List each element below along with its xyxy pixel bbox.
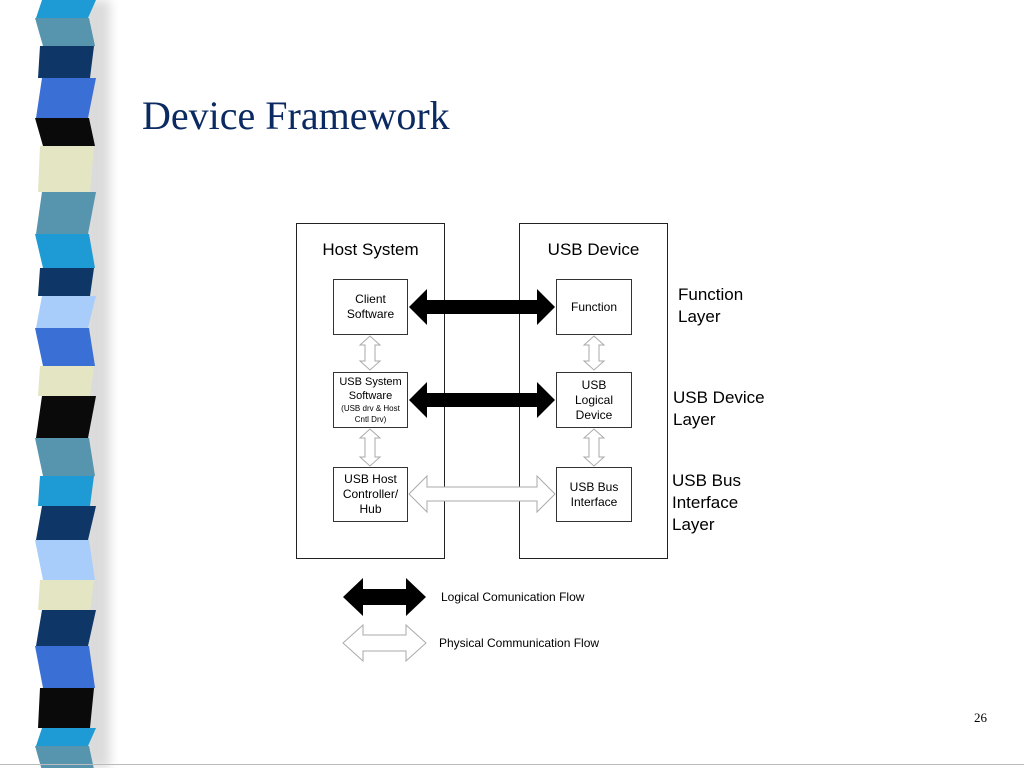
usb-host-controller-label-2: Controller/: [342, 487, 399, 501]
usb-device-layer-line-1: USB Device: [673, 388, 765, 407]
stripe-band: [38, 476, 94, 506]
legend-physical-arrow-icon: [342, 623, 427, 663]
legend-physical-label: Physical Communication Flow: [439, 636, 600, 650]
stripe-band: [36, 0, 96, 18]
stripe-band: [35, 746, 94, 768]
client-software-label-2: Software: [346, 307, 395, 321]
usb-host-controller-label-3: Hub: [359, 502, 382, 516]
vertical-connector-device-2: [582, 428, 606, 467]
stripe-band: [38, 146, 94, 192]
stripe-band: [36, 396, 96, 438]
usb-bus-interface-layer-line-1: USB Bus: [672, 471, 741, 490]
usb-bus-interface-label-2: Interface: [570, 494, 618, 509]
usb-logical-device-label-1: USB: [581, 377, 607, 392]
stripe-band: [36, 78, 96, 118]
stripe-band: [35, 328, 95, 366]
client-software-label-1: Client: [355, 292, 386, 306]
logical-flow-arrow-function: [409, 289, 555, 325]
usb-bus-interface-box: USB Bus Interface: [556, 467, 632, 522]
function-box: Function: [556, 279, 632, 335]
usb-logical-device-label-2: Logical: [574, 392, 614, 407]
stripe-band: [38, 580, 94, 610]
slide-title: Device Framework: [142, 93, 450, 138]
logical-flow-arrow-usb-device: [409, 382, 555, 418]
stripe-band: [38, 268, 94, 296]
usb-logical-device-label-3: Device: [575, 407, 613, 422]
usb-system-software-label-4: Cntl Drv): [354, 415, 387, 424]
usb-host-controller-box: USB Host Controller/ Hub: [333, 467, 408, 522]
usb-host-controller-label-1: USB Host: [344, 472, 397, 486]
vertical-connector-device-1: [582, 335, 606, 371]
function-layer-line-2: Layer: [678, 307, 721, 326]
stripe-band: [38, 366, 94, 396]
function-label: Function: [570, 299, 618, 314]
function-layer-line-1: Function: [678, 285, 744, 304]
stripe-band: [36, 610, 96, 646]
usb-system-software-label-3: (USB drv & Host: [341, 404, 400, 413]
client-software-box: Client Software: [333, 279, 408, 335]
host-system-title: Host System: [322, 240, 419, 259]
stripe-band: [36, 296, 96, 328]
stripe-band: [35, 646, 95, 688]
page-number: 26: [974, 710, 987, 725]
stripe-band: [38, 46, 94, 78]
usb-device-title: USB Device: [547, 240, 640, 259]
stripe-band: [36, 506, 96, 540]
stripe-band: [36, 728, 96, 746]
function-layer-label: Function Layer: [678, 284, 743, 328]
physical-flow-arrow-bus: [408, 474, 556, 514]
usb-system-software-label-1: USB System: [339, 376, 402, 388]
usb-device-layer-label: USB Device Layer: [673, 387, 765, 431]
legend-logical-label: Logical Comunication Flow: [441, 590, 585, 604]
usb-device-layer-line-2: Layer: [673, 410, 716, 429]
legend-logical-arrow-icon: [343, 578, 426, 616]
vertical-connector-host-2: [358, 428, 382, 467]
usb-system-software-box: USB System Software (USB drv & Host Cntl…: [333, 372, 408, 428]
stripe-band: [36, 192, 96, 234]
bottom-divider: [0, 764, 1024, 765]
usb-bus-interface-layer-line-2: Interface: [672, 493, 739, 512]
stripe-band: [35, 18, 95, 46]
decorative-stripe: [35, 0, 110, 768]
stripe-band: [35, 540, 95, 580]
usb-bus-interface-layer-label: USB Bus Interface Layer: [672, 470, 741, 536]
usb-system-software-label-2: Software: [348, 390, 393, 402]
stripe-band: [35, 438, 95, 476]
stripe-band: [35, 234, 95, 268]
usb-logical-device-box: USB Logical Device: [556, 372, 632, 428]
stripe-band: [38, 688, 94, 728]
usb-bus-interface-layer-line-3: Layer: [672, 515, 715, 534]
usb-bus-interface-label-1: USB Bus: [569, 479, 619, 494]
stripe-band: [35, 118, 95, 146]
vertical-connector-host-1: [358, 335, 382, 371]
